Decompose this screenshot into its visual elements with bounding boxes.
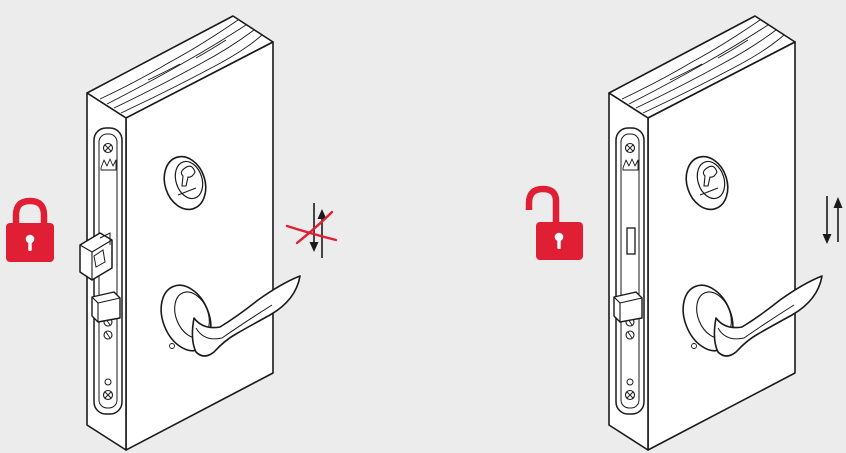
lever-up-down-arrows-icon	[823, 196, 843, 244]
unlocked-panel	[529, 16, 843, 450]
deadbolt-retracted	[627, 228, 635, 254]
door-with-lock-locked	[87, 16, 300, 450]
locked-panel	[6, 16, 336, 450]
door-with-lock-unlocked	[609, 16, 822, 450]
padlock-closed-icon	[6, 201, 54, 262]
padlock-open-icon	[529, 189, 583, 260]
lever-up-down-arrows-crossed-out-icon	[287, 203, 336, 258]
